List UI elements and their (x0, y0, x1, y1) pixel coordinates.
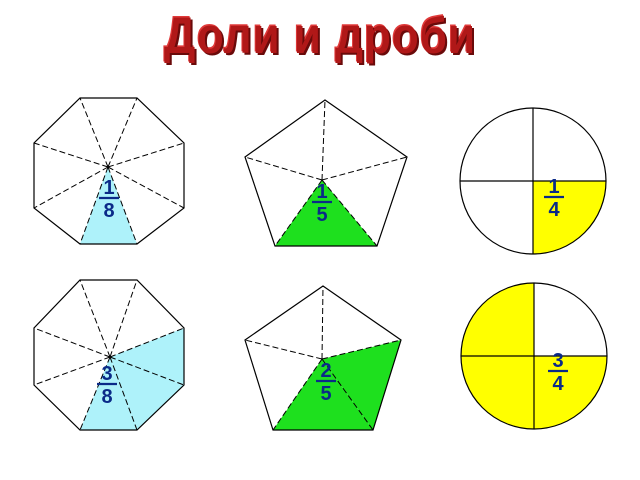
figure-outline (460, 282, 608, 430)
division-line (321, 156, 408, 181)
division-line (321, 179, 378, 247)
figure-pentagon-two-fifths: 25 (244, 285, 402, 431)
division-line (109, 279, 138, 358)
fraction-denominator: 4 (548, 199, 560, 221)
figure-circle-one-quarter: 14 (459, 107, 607, 255)
shaded-part (80, 167, 137, 244)
division-line (321, 285, 324, 360)
division-line (107, 97, 138, 168)
fraction-numerator: 3 (552, 350, 563, 372)
figure-outline (244, 99, 408, 247)
division-line (33, 327, 111, 358)
fraction-numerator: 1 (316, 181, 327, 203)
figure-outline (33, 279, 185, 431)
division-line (33, 356, 111, 386)
shaded-part (110, 357, 184, 430)
page-title: Доли и дроби (163, 8, 477, 65)
fraction-numerator: 1 (548, 176, 559, 198)
division-line (79, 166, 109, 245)
shaded-part (273, 359, 373, 430)
fraction-numerator: 1 (103, 177, 114, 199)
fraction-denominator: 8 (101, 386, 112, 408)
division-line (109, 356, 138, 431)
division-line (109, 327, 185, 358)
figure-outline (33, 97, 185, 245)
shaded-part (322, 340, 401, 430)
division-line (109, 356, 185, 386)
division-line (244, 339, 323, 360)
fraction-denominator: 5 (316, 204, 327, 226)
division-line (321, 99, 326, 181)
division-line (107, 142, 185, 168)
fraction-denominator: 8 (103, 200, 114, 222)
fraction-numerator: 3 (101, 363, 112, 385)
division-line (107, 166, 138, 245)
division-line (274, 179, 323, 247)
figure-background (245, 100, 407, 246)
shaded-part (534, 356, 607, 429)
fraction-denominator: 5 (320, 383, 331, 405)
division-line (33, 142, 109, 168)
division-line (321, 339, 402, 360)
division-line (33, 166, 109, 209)
shaded-part (461, 283, 534, 356)
division-line (79, 279, 111, 358)
figure-outline (244, 285, 402, 431)
figure-octagon-one-eighth: 18 (33, 97, 185, 245)
figure-circle-three-quarters: 34 (460, 282, 608, 430)
division-line (79, 97, 109, 168)
division-line (272, 358, 323, 431)
shaded-part (461, 356, 534, 429)
figure-outline (459, 107, 607, 255)
figure-pentagon-one-fifth: 15 (244, 99, 408, 247)
division-line (244, 156, 323, 181)
shaded-part (110, 328, 184, 385)
shaded-part (533, 181, 606, 254)
fraction-denominator: 4 (552, 373, 564, 395)
figure-octagon-three-eighths: 38 (33, 279, 185, 431)
division-line (107, 166, 185, 209)
division-line (321, 358, 374, 431)
fraction-numerator: 2 (320, 360, 331, 382)
shaded-part (275, 180, 377, 246)
division-line (79, 356, 111, 431)
shaded-part (80, 357, 137, 430)
